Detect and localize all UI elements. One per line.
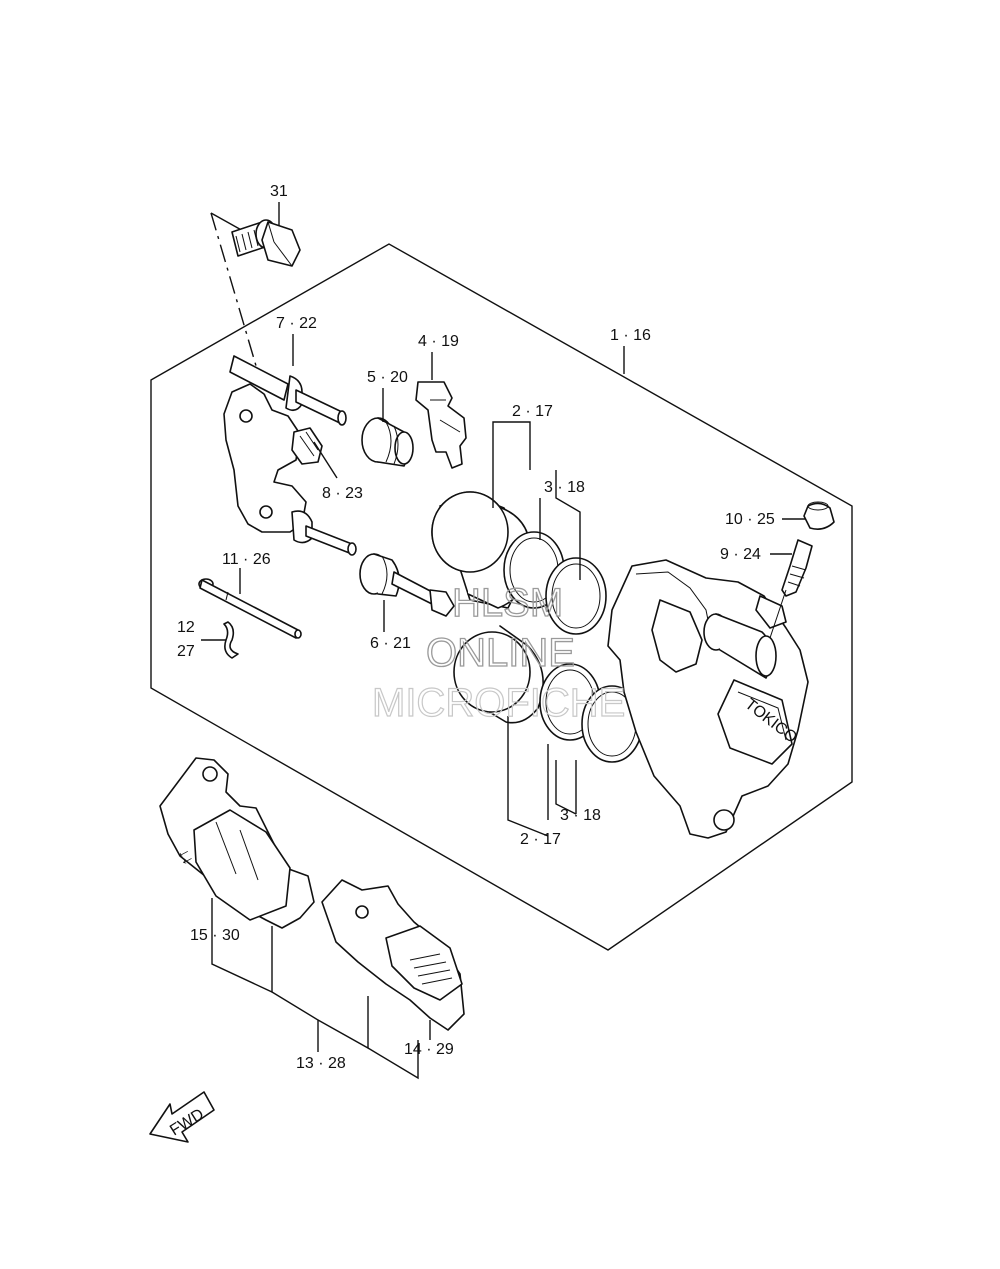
watermark-line-2: ONLINE xyxy=(426,631,575,675)
piston-2-17-lower[interactable] xyxy=(453,625,544,724)
callout-4-19: 4 · 19 xyxy=(418,333,459,350)
callout-11-26: 11 · 26 xyxy=(222,551,271,568)
watermark-line-1: HLSM xyxy=(452,581,563,625)
pad-spring-4-19[interactable] xyxy=(415,381,467,469)
callout-10-25: 10 · 25 xyxy=(725,511,775,528)
callout-3-18-top: 3 · 18 xyxy=(544,479,585,496)
callout-5-20: 5 · 20 xyxy=(367,369,408,386)
callout-15-30: 15 · 30 xyxy=(190,927,240,944)
caliper-bracket-7-22[interactable] xyxy=(223,355,357,556)
callout-27: 27 xyxy=(177,643,195,660)
bleeder-valve-9-24[interactable] xyxy=(769,539,813,639)
brake-pad-15-30[interactable]: ↓↓ xyxy=(159,757,315,929)
piston-seal-3-18-upper[interactable] xyxy=(503,531,607,635)
brake-pad-14-29[interactable] xyxy=(321,879,465,1031)
callout-2-17-bottom: 2 · 17 xyxy=(520,831,561,848)
callout-3-18-bottom: 3 · 18 xyxy=(560,807,601,824)
callout-1-16: 1 · 16 xyxy=(610,327,651,344)
callout-6-21: 6 · 21 xyxy=(370,635,411,652)
caliper-body-1-16[interactable]: TOKICO xyxy=(607,559,809,839)
callout-14-29: 14 · 29 xyxy=(404,1041,454,1058)
callout-12: 12 xyxy=(177,619,195,636)
bolt-31[interactable] xyxy=(231,219,301,267)
callout-8-23: 8 · 23 xyxy=(322,485,363,502)
pad-pin-clip-12-27[interactable] xyxy=(223,621,239,659)
pad-arrow-marks: ↓↓ xyxy=(174,846,197,868)
piston-seal-3-18-lower[interactable] xyxy=(539,663,643,763)
callout-7-22: 7 · 22 xyxy=(276,315,317,332)
pad-pin-11-26[interactable] xyxy=(198,578,302,639)
leader-lines xyxy=(201,202,806,1080)
fwd-arrow[interactable]: FWD xyxy=(149,1091,215,1143)
callout-9-24: 9 · 24 xyxy=(720,546,761,563)
pin-boot-5-20[interactable] xyxy=(361,417,414,467)
callout-2-17-top: 2 · 17 xyxy=(512,403,553,420)
bleeder-cap-10-25[interactable] xyxy=(803,501,835,530)
slide-pin-6-21[interactable] xyxy=(359,553,455,617)
watermark-line-3: MICROFICHE xyxy=(372,681,625,725)
callout-13-28: 13 · 28 xyxy=(296,1055,346,1072)
watermark: HLSM ONLINE MICROFICHE xyxy=(371,580,626,725)
pad-clip-8-23[interactable] xyxy=(291,427,323,465)
callout-31: 31 xyxy=(270,183,288,200)
assembly-boundary xyxy=(150,243,853,951)
